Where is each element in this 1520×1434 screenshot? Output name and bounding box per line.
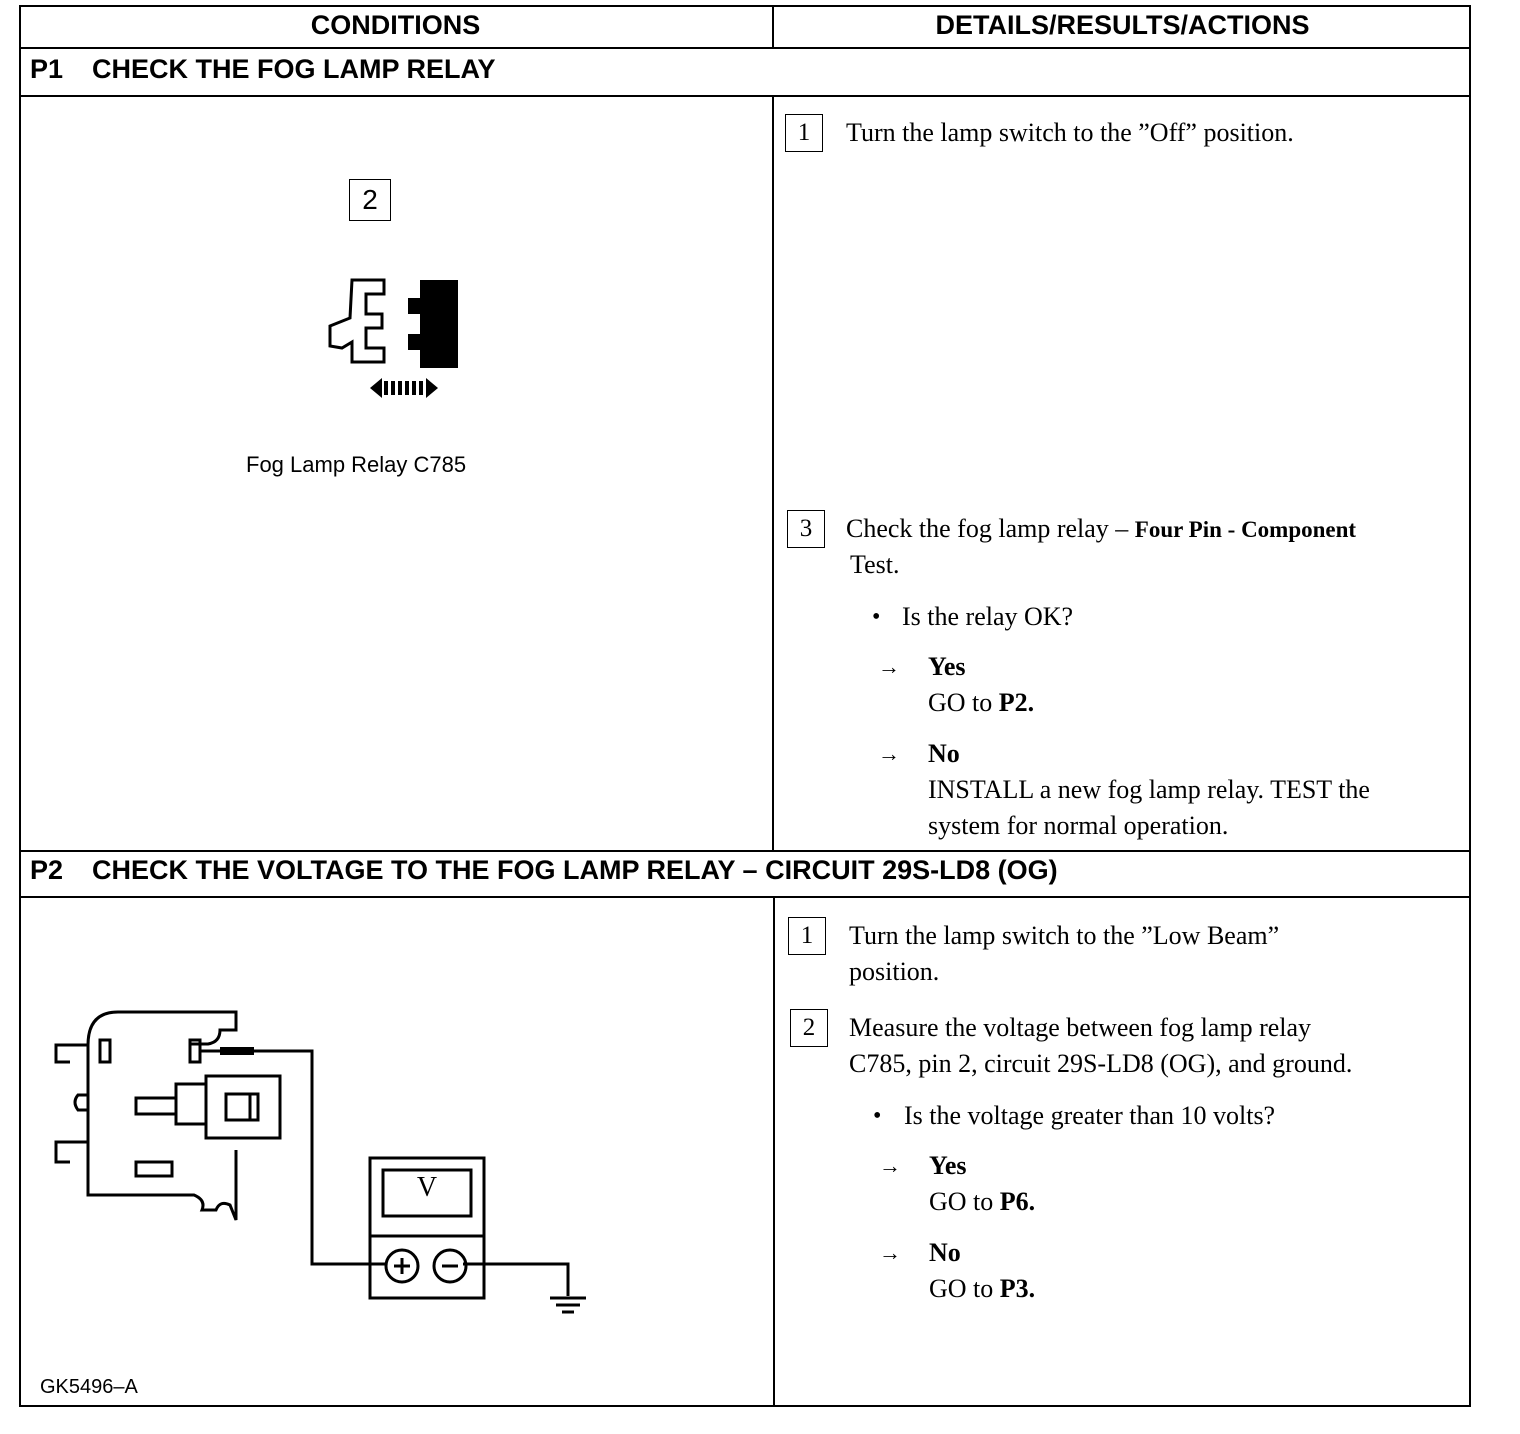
relay-window [224,1092,260,1122]
voltmeter-display [381,1168,473,1218]
p2-no-action-a: GO to [929,1274,1000,1303]
p1-figure-caption: Fog Lamp Relay C785 [246,452,467,477]
pin-slot-3 [134,1160,174,1178]
voltmeter-negative-terminal [432,1248,468,1284]
p2-column-divider [773,896,775,1407]
p1-step3-text-a: Check the fog lamp relay – [846,514,1135,543]
p1-no-action-line2: system for normal operation. [928,811,1229,840]
p1-step1-text: Turn the lamp switch to the ”Off” positi… [846,118,1294,147]
connector-outline-top [86,1010,238,1142]
p2-figure-id: GK5496–A [40,1376,138,1398]
p2-yes-arrow-icon: → [879,1153,901,1178]
p1-column-divider [772,95,774,850]
header-divider [19,47,1471,49]
conditions-header: CONDITIONS [310,10,481,40]
p1-step1-box: 1 [785,114,823,152]
p2-step1-line2: position. [849,957,940,986]
p1-step3-text-c: Test. [850,550,900,579]
p2-no-action-link: P3. [999,1274,1036,1303]
p2-title: P2 CHECK THE VOLTAGE TO THE FOG LAMP RELA… [30,855,1058,886]
p2-no-action: GO to P3. [929,1271,1035,1307]
p2-question: Is the voltage greater than 10 volts? [904,1101,1276,1130]
double-arrow-icon [370,378,438,398]
p1-yes-label: Yes [928,652,966,681]
p1-yes-action: GO to P2. [928,685,1034,721]
p1-yes-arrow-icon: → [878,654,900,679]
voltmeter-body [368,1156,486,1300]
locking-tab-end [174,1082,208,1126]
p2-step2-box: 2 [790,1009,828,1047]
p1-step3-text-b: Four Pin - Component [1134,517,1357,542]
p1-title-text: CHECK THE FOG LAMP RELAY [92,54,496,84]
relay-socket-shape [328,278,386,364]
p1-no-label: No [928,739,960,768]
p2-section-divider [19,850,1471,852]
p2-bullet: • [873,1103,882,1129]
voltmeter-test-illustration [54,1010,586,1314]
relay-connector-illustration [328,278,458,398]
p2-no-arrow-icon: → [879,1240,901,1265]
p2-title-text: CHECK THE VOLTAGE TO THE FOG LAMP RELAY … [92,855,1058,885]
probe-tip [220,1047,254,1055]
p2-yes-action: GO to P6. [929,1184,1035,1220]
p2-step2-line1: Measure the voltage between fog lamp rel… [849,1013,1312,1042]
relay-housing [204,1074,282,1140]
probe-wire-positive [200,1049,386,1266]
p1-step3-box: 3 [787,510,825,548]
p2-step1-box: 1 [788,917,826,955]
connector-tab-top [54,1043,88,1064]
p2-yes-action-a: GO to [929,1187,1000,1216]
p1-yes-action-a: GO to [928,688,999,717]
p1-number: P1 [30,54,64,84]
relay-body-shape [408,280,458,368]
p1-step3-text: Check the fog lamp relay – Four Pin - Co… [846,511,1356,548]
p1-bullet: • [872,604,881,630]
p1-question: Is the relay OK? [902,602,1074,631]
procedure-table [19,5,1471,1407]
p1-no-arrow-icon: → [878,741,900,766]
p1-figure-step-box: 2 [349,179,391,221]
ground-icon [550,1296,586,1314]
header-column-divider [772,5,774,47]
p2-yes-action-link: P6. [999,1187,1036,1216]
p1-no-action-line1: INSTALL a new fog lamp relay. TEST the [928,775,1370,804]
p2-number: P2 [30,855,64,885]
p1-title: P1 CHECK THE FOG LAMP RELAY [30,54,496,85]
voltmeter-label: V [416,1172,438,1203]
p1-title-divider [19,95,1471,97]
connector-tab-bottom [54,1140,88,1164]
locking-tab [134,1096,178,1116]
voltmeter-positive-terminal [384,1248,420,1284]
connector-outline-bottom [86,1120,238,1221]
details-header: DETAILS/RESULTS/ACTIONS [935,10,1310,40]
p2-step2-line2: C785, pin 2, circuit 29S-LD8 (OG), and g… [849,1049,1353,1078]
p1-yes-action-link: P2. [998,688,1035,717]
p2-no-label: No [929,1238,961,1267]
p2-step1-line1: Turn the lamp switch to the ”Low Beam” [849,921,1280,950]
pin-slot-1 [98,1038,112,1064]
p2-title-divider [19,896,1471,898]
probe-wire-ground [463,1262,570,1296]
p2-yes-label: Yes [929,1151,967,1180]
connector-tab-middle [73,1093,88,1112]
